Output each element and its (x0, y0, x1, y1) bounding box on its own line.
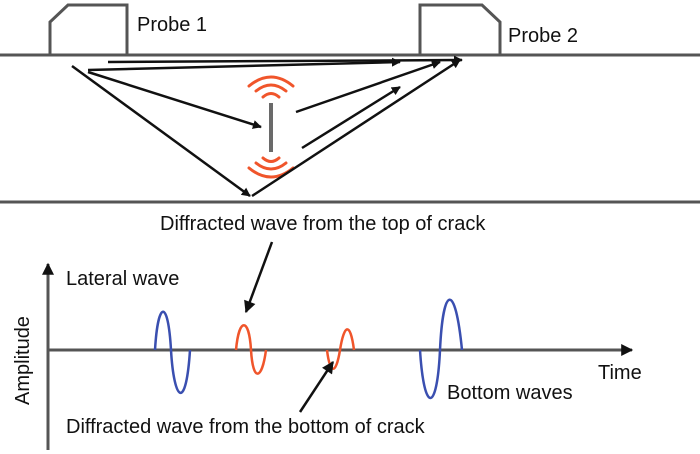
lateral-wave-signal (153, 310, 192, 394)
probe-1-icon (48, 3, 129, 55)
probe1-to-crack-arrow (87, 70, 262, 129)
amplitude-axis-label: Amplitude (12, 316, 34, 405)
lateral-ray-arrow (107, 55, 463, 65)
backwall-to-probe2-arrow (251, 58, 461, 198)
probe-2-icon (418, 3, 502, 55)
probe1-to-crack-top-arrow (87, 57, 401, 72)
bottom-diffraction-pointer-arrow (298, 360, 335, 413)
top-diffraction-pointer-arrow (244, 241, 274, 314)
probe-2-label: Probe 2 (508, 25, 578, 47)
top-diffraction-signal (234, 324, 268, 375)
time-axis-label: Time (598, 362, 642, 384)
bottom-diffraction-label: Diffracted wave from the bottom of crack (66, 416, 426, 438)
lateral-wave-label: Lateral wave (66, 268, 179, 290)
probe-1-label: Probe 1 (137, 14, 207, 36)
probe1-to-backwall-arrow (71, 64, 251, 198)
top-diffraction-label: Diffracted wave from the top of crack (160, 213, 486, 235)
bottom-waves-label: Bottom waves (447, 382, 573, 404)
crack-top-to-probe2-arrow (295, 60, 441, 114)
crack-bottom-to-probe2-arrow (301, 85, 401, 150)
top-wave-arcs-icon (247, 75, 295, 99)
bottom-waves-signal (418, 298, 464, 400)
ray-arrows (71, 55, 463, 198)
